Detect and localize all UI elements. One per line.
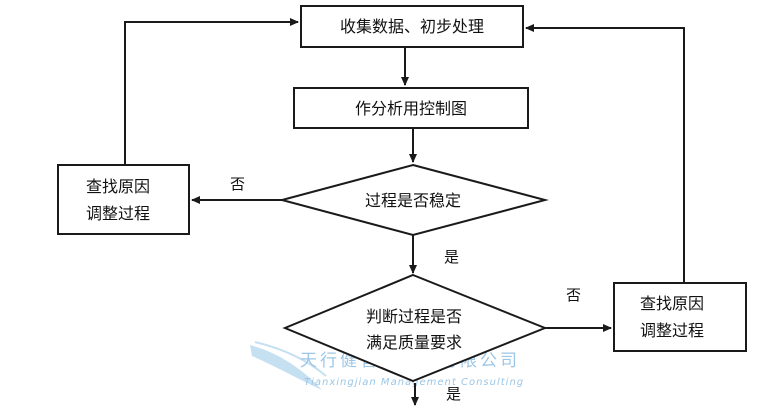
watermark-swoosh-icon [250,345,322,390]
edge-right-adjust-to-collect [525,24,685,283]
node-quality-decision: 判断过程是否 满足质量要求 [282,273,548,383]
watermark-company-en: Tianxingjian Management Consulting [304,377,524,388]
node-stable-decision-label: 过程是否稳定 [365,191,461,210]
node-right-adjust-line1: 查找原因 [640,294,704,313]
watermark-swoosh-tail-icon [254,341,327,377]
edge-label-stable-no: 否 [230,175,245,193]
node-left-adjust-line1: 查找原因 [86,177,150,196]
node-collect: 收集数据、初步处理 [300,5,524,48]
edge-label-stable-yes: 是 [444,248,459,266]
node-analyze-label: 作分析用控制图 [355,99,467,118]
edge-label-quality-no: 否 [566,286,581,304]
node-left-adjust-line2: 调整过程 [86,204,150,223]
node-analyze: 作分析用控制图 [293,87,529,129]
node-left-adjust: 查找原因 调整过程 [57,164,190,235]
edge-label-quality-yes: 是 [446,385,461,403]
node-collect-label: 收集数据、初步处理 [340,17,484,36]
edge-left-adjust-to-collect [124,18,299,165]
node-stable-decision: 过程是否稳定 [278,163,549,237]
node-right-adjust: 查找原因 调整过程 [613,282,747,352]
node-quality-decision-line2: 满足质量要求 [366,333,462,352]
connectors [124,18,685,406]
node-right-adjust-line2: 调整过程 [640,321,704,340]
node-quality-decision-line1: 判断过程是否 [366,307,462,326]
